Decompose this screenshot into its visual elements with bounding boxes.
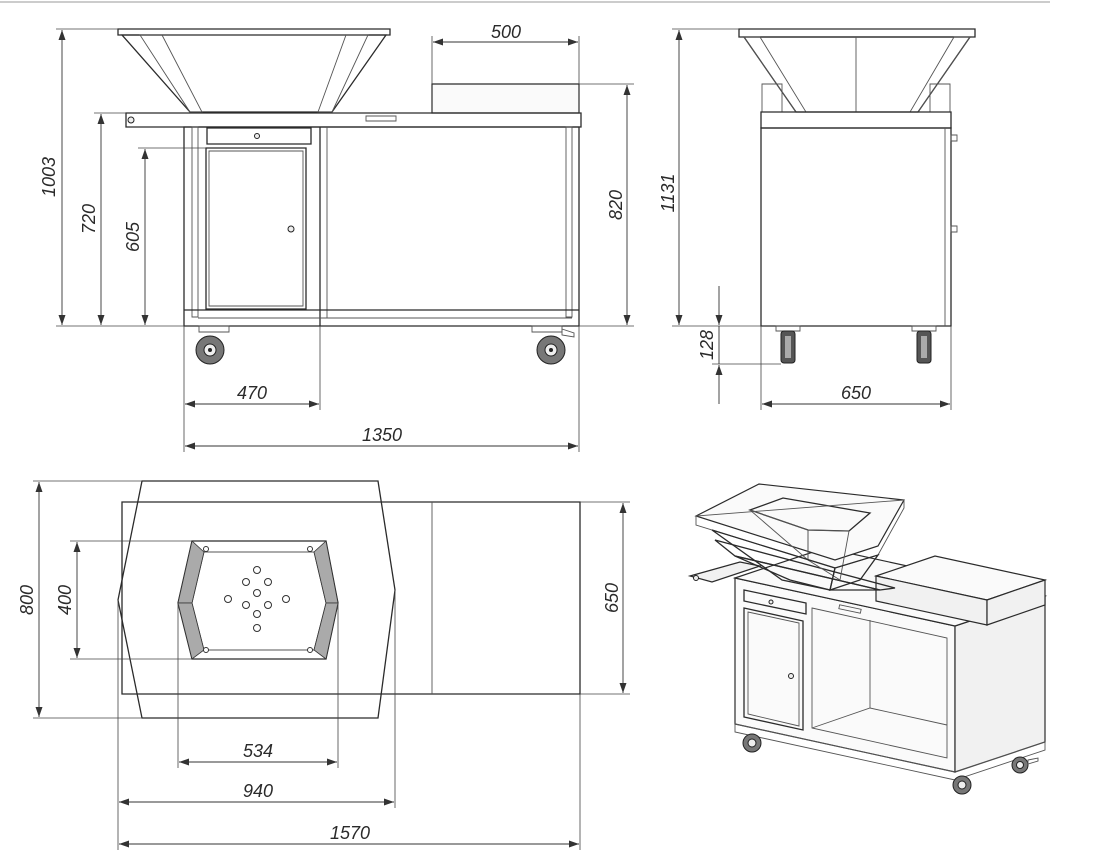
dim-front-cabinet-height: 820 [579, 84, 634, 326]
front-view: 1003 720 605 820 500 [39, 22, 634, 452]
dim-label-1350: 1350 [362, 425, 402, 445]
front-worktop [126, 113, 581, 127]
perspective-cabinet-side [955, 596, 1045, 772]
perspective-fire-bowl [696, 484, 904, 590]
front-side-box [432, 84, 579, 113]
dim-front-shelf-height: 720 [79, 113, 126, 325]
side-cabinet [761, 112, 957, 326]
dim-top-firebox-depth: 400 [55, 541, 192, 659]
dim-front-side-box-width: 500 [432, 22, 579, 84]
dim-label-650-side: 650 [841, 383, 871, 403]
dim-label-534: 534 [243, 741, 273, 761]
dim-label-650-top: 650 [602, 583, 622, 613]
dim-side-wheel-height: 128 [697, 286, 781, 404]
dim-top-plate-depth: 800 [17, 481, 142, 718]
front-fire-bowl [118, 29, 390, 112]
dim-front-door-module-width: 470 [184, 326, 320, 452]
dim-front-door-height: 605 [123, 148, 206, 325]
dim-label-820: 820 [606, 190, 626, 220]
front-cabinet [184, 127, 579, 326]
dim-label-470: 470 [237, 383, 267, 403]
top-view: 800 400 650 534 940 [17, 481, 630, 850]
dim-label-940: 940 [243, 781, 273, 801]
dim-side-depth: 650 [761, 326, 951, 410]
dim-side-overall-height: 1131 [658, 29, 761, 326]
perspective-side-box [876, 556, 1045, 625]
perspective-view [690, 484, 1045, 794]
dim-label-1570: 1570 [330, 823, 370, 843]
dim-label-720: 720 [79, 204, 99, 234]
dim-top-cabinet-depth: 650 [580, 502, 630, 694]
dim-top-plate-width: 940 [118, 590, 395, 850]
dim-top-firebox-width: 534 [178, 603, 338, 768]
top-air-holes [225, 567, 290, 632]
dim-label-128: 128 [697, 330, 717, 360]
side-view: 1131 128 650 [658, 29, 975, 410]
dim-label-400: 400 [55, 585, 75, 615]
dim-front-total-width: 1350 [185, 326, 579, 452]
side-wheels [776, 326, 936, 363]
dim-label-1131: 1131 [658, 174, 678, 213]
top-fire-plate [118, 481, 395, 718]
front-wheels [196, 326, 574, 364]
dim-label-605: 605 [123, 221, 143, 252]
dim-label-1003: 1003 [39, 157, 59, 197]
dim-front-overall-height: 1003 [39, 29, 184, 326]
dim-label-800: 800 [17, 585, 37, 615]
dim-label-500: 500 [491, 22, 521, 42]
perspective-wheels [743, 734, 1038, 794]
top-firebox [178, 541, 338, 659]
perspective-door [744, 608, 803, 730]
top-cabinet-outline [122, 502, 580, 694]
side-fire-bowl [739, 29, 975, 112]
dim-top-total-width: 1570 [119, 694, 580, 850]
